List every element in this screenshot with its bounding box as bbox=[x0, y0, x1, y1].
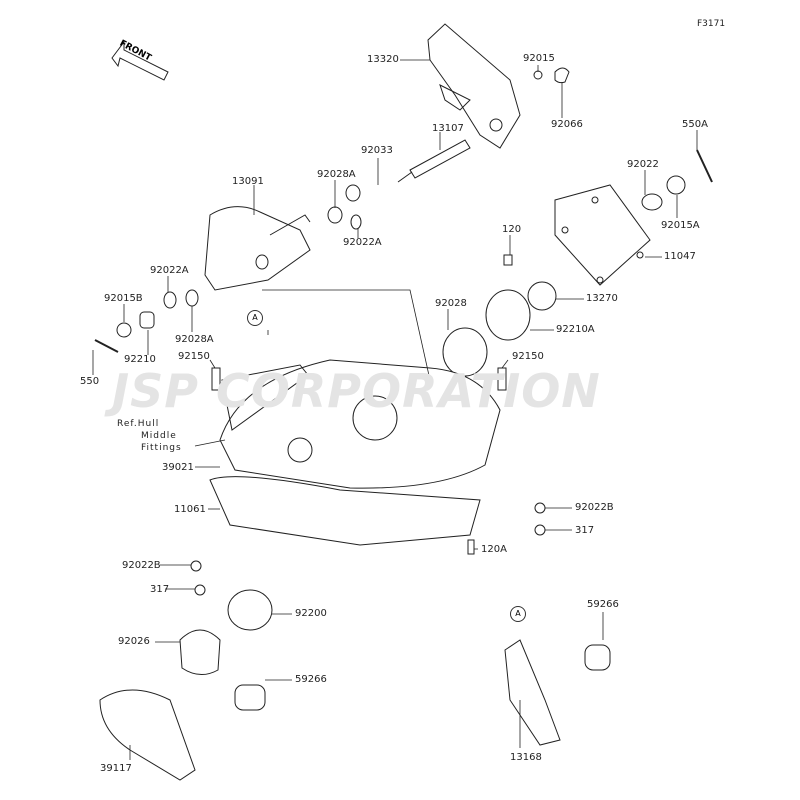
bushing-92028A-left bbox=[185, 289, 199, 307]
diagram-id: F3171 bbox=[697, 19, 726, 29]
washer-92022B-right bbox=[534, 502, 546, 514]
part-label-13091[interactable]: 13091 bbox=[232, 176, 264, 187]
plate-13270 bbox=[527, 281, 557, 311]
bracket-13168 bbox=[504, 639, 561, 746]
washer-92200 bbox=[227, 589, 273, 631]
part-label-92210[interactable]: 92210 bbox=[124, 354, 156, 365]
part-label-92022B-right[interactable]: 92022B bbox=[575, 502, 614, 513]
stopper-59266-left bbox=[234, 684, 266, 711]
washer-92022 bbox=[641, 193, 663, 211]
part-label-39021[interactable]: 39021 bbox=[162, 462, 194, 473]
ref-note-line1: Ref.Hull bbox=[117, 419, 160, 429]
part-label-92022B-left[interactable]: 92022B bbox=[122, 560, 161, 571]
part-label-13107[interactable]: 13107 bbox=[432, 123, 464, 134]
part-label-13168[interactable]: 13168 bbox=[510, 752, 542, 763]
washer-92022A bbox=[350, 214, 362, 230]
stopper-59266-right bbox=[584, 644, 611, 671]
part-label-92033[interactable]: 92033 bbox=[361, 145, 393, 156]
part-label-92015B[interactable]: 92015B bbox=[104, 293, 143, 304]
ref-note-line3: Fittings bbox=[141, 443, 182, 453]
gasket-11061 bbox=[209, 476, 481, 546]
bushing-92210 bbox=[139, 311, 155, 329]
part-label-92028[interactable]: 92028 bbox=[435, 298, 467, 309]
part-label-92210A[interactable]: 92210A bbox=[556, 324, 595, 335]
part-label-120A[interactable]: 120A bbox=[481, 544, 507, 555]
part-label-92028A-left[interactable]: 92028A bbox=[175, 334, 214, 345]
base-39021 bbox=[219, 359, 501, 489]
part-label-550A[interactable]: 550A bbox=[682, 119, 708, 130]
part-label-13270[interactable]: 13270 bbox=[586, 293, 618, 304]
pad-92210A bbox=[485, 289, 531, 341]
part-label-39117[interactable]: 39117 bbox=[100, 763, 132, 774]
front-arrow-icon bbox=[111, 40, 169, 81]
nut-92015B bbox=[116, 322, 132, 338]
lever-39117 bbox=[99, 689, 196, 781]
part-label-92200[interactable]: 92200 bbox=[295, 608, 327, 619]
part-label-92150-right[interactable]: 92150 bbox=[512, 351, 544, 362]
part-label-92022A-left[interactable]: 92022A bbox=[150, 265, 189, 276]
collar-92066 bbox=[554, 67, 570, 84]
cotter-pin-550 bbox=[94, 339, 119, 353]
watermark: JSP CORPORATION bbox=[112, 364, 601, 418]
part-label-92150-left[interactable]: 92150 bbox=[178, 351, 210, 362]
part-label-317-right[interactable]: 317 bbox=[575, 525, 595, 536]
part-label-59266-right[interactable]: 59266 bbox=[587, 599, 619, 610]
bushing-92028A bbox=[327, 206, 343, 224]
part-label-92026[interactable]: 92026 bbox=[118, 636, 150, 647]
part-label-92015[interactable]: 92015 bbox=[523, 53, 555, 64]
ref-note-line2: Middle bbox=[141, 431, 177, 441]
ref-marker-a: A bbox=[247, 310, 263, 326]
washer-92022B-left bbox=[190, 560, 202, 572]
nut-92015 bbox=[533, 70, 543, 80]
part-label-92028A[interactable]: 92028A bbox=[317, 169, 356, 180]
bracket-11047 bbox=[554, 184, 651, 286]
nut-317-right bbox=[534, 524, 546, 536]
part-label-317-left[interactable]: 317 bbox=[150, 584, 170, 595]
handle-cover-13320 bbox=[427, 23, 521, 149]
bolt-92150-left bbox=[211, 367, 221, 391]
nut-317-left bbox=[194, 584, 206, 596]
clip-92033 bbox=[345, 184, 361, 202]
part-label-92066[interactable]: 92066 bbox=[551, 119, 583, 130]
part-label-92022[interactable]: 92022 bbox=[627, 159, 659, 170]
part-label-550[interactable]: 550 bbox=[80, 376, 100, 387]
cotter-pin-550A bbox=[696, 149, 713, 183]
ref-marker-a-2: A bbox=[510, 606, 526, 622]
part-label-120[interactable]: 120 bbox=[502, 224, 522, 235]
part-label-11061[interactable]: 11061 bbox=[174, 504, 206, 515]
nut-92015A bbox=[666, 175, 686, 195]
part-label-59266-left[interactable]: 59266 bbox=[295, 674, 327, 685]
part-label-13320[interactable]: 13320 bbox=[367, 54, 399, 65]
housing-13091 bbox=[204, 206, 311, 291]
part-label-11047[interactable]: 11047 bbox=[664, 251, 696, 262]
leader-lines bbox=[92, 59, 698, 760]
screw-120A bbox=[467, 539, 475, 555]
bushing-92026 bbox=[179, 629, 221, 675]
screw-120 bbox=[503, 254, 513, 266]
part-label-92015A[interactable]: 92015A bbox=[661, 220, 700, 231]
washer-92022A-left bbox=[163, 291, 177, 309]
shaft-13107 bbox=[397, 139, 471, 183]
part-label-92022A[interactable]: 92022A bbox=[343, 237, 382, 248]
